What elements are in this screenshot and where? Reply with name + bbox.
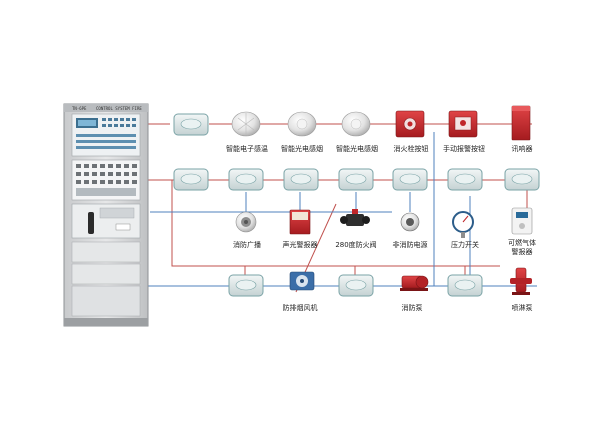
module-mid-7 — [504, 168, 540, 191]
sprinkler-pump-icon — [510, 267, 532, 295]
label-smoke-detector-2: 智能光电感烟 — [336, 145, 378, 153]
manual-alarm-button-icon — [448, 110, 478, 138]
label-smoke-detector-1: 智能光电感烟 — [281, 145, 323, 153]
pressure-switch-gauge-icon — [452, 211, 474, 238]
label-fire-pump: 消防泵 — [401, 304, 423, 312]
module-mid-2 — [228, 168, 264, 191]
module-bottom-2 — [338, 274, 374, 297]
hydrant-button-icon — [395, 110, 425, 138]
fire-pump-icon — [400, 275, 429, 291]
module-mid-3 — [283, 168, 319, 191]
bus-lower-loop — [171, 180, 500, 267]
cabinet-panel-text: CONTROL SYSTEM FIRE — [96, 106, 142, 111]
label-smoke-exhaust-fan: 防排烟风机 — [282, 304, 318, 312]
label-heat-detector: 智能电子感温 — [226, 145, 268, 153]
branch-lines — [146, 132, 537, 287]
label-sound-light-alarm: 声光警报器 — [282, 241, 318, 249]
heat-detector-icon — [231, 111, 261, 137]
sound-light-alarm-icon — [289, 209, 311, 235]
label-gas-detector-line2: 警报器 — [511, 248, 533, 256]
smoke-detector-icon-2 — [341, 111, 371, 137]
smoke-detector-icon-1 — [287, 111, 317, 137]
gas-detector-icon — [511, 207, 533, 235]
siren-icon — [511, 105, 531, 141]
fire-control-cabinet — [63, 103, 149, 327]
label-sprinkler-pump: 喷淋泵 — [511, 304, 533, 312]
label-gas-detector-line1: 可燃气体 — [508, 239, 536, 247]
module-top-1 — [173, 113, 209, 136]
label-manual-alarm: 手动报警按钮 — [443, 145, 485, 153]
power-cutoff-icon — [400, 212, 420, 232]
label-power-cutoff: 非消防电源 — [392, 241, 428, 249]
label-siren: 讯响器 — [511, 145, 533, 153]
label-hydrant-button: 消火栓按钮 — [393, 145, 429, 153]
label-pressure-switch: 压力开关 — [451, 241, 479, 249]
label-fire-valve: 280度防火阀 — [335, 241, 377, 249]
module-bottom-3 — [447, 274, 483, 297]
module-mid-1 — [173, 168, 209, 191]
fire-damper-valve-icon — [340, 209, 370, 226]
module-mid-5 — [392, 168, 428, 191]
module-mid-6 — [447, 168, 483, 191]
label-broadcast: 消防广播 — [233, 241, 261, 249]
cabinet-model-text: TN-6PE — [72, 106, 87, 111]
modules — [173, 113, 540, 297]
broadcast-speaker-icon — [235, 211, 257, 233]
module-bottom-1 — [228, 274, 264, 297]
module-mid-4 — [338, 168, 374, 191]
smoke-exhaust-fan-icon — [289, 271, 315, 291]
